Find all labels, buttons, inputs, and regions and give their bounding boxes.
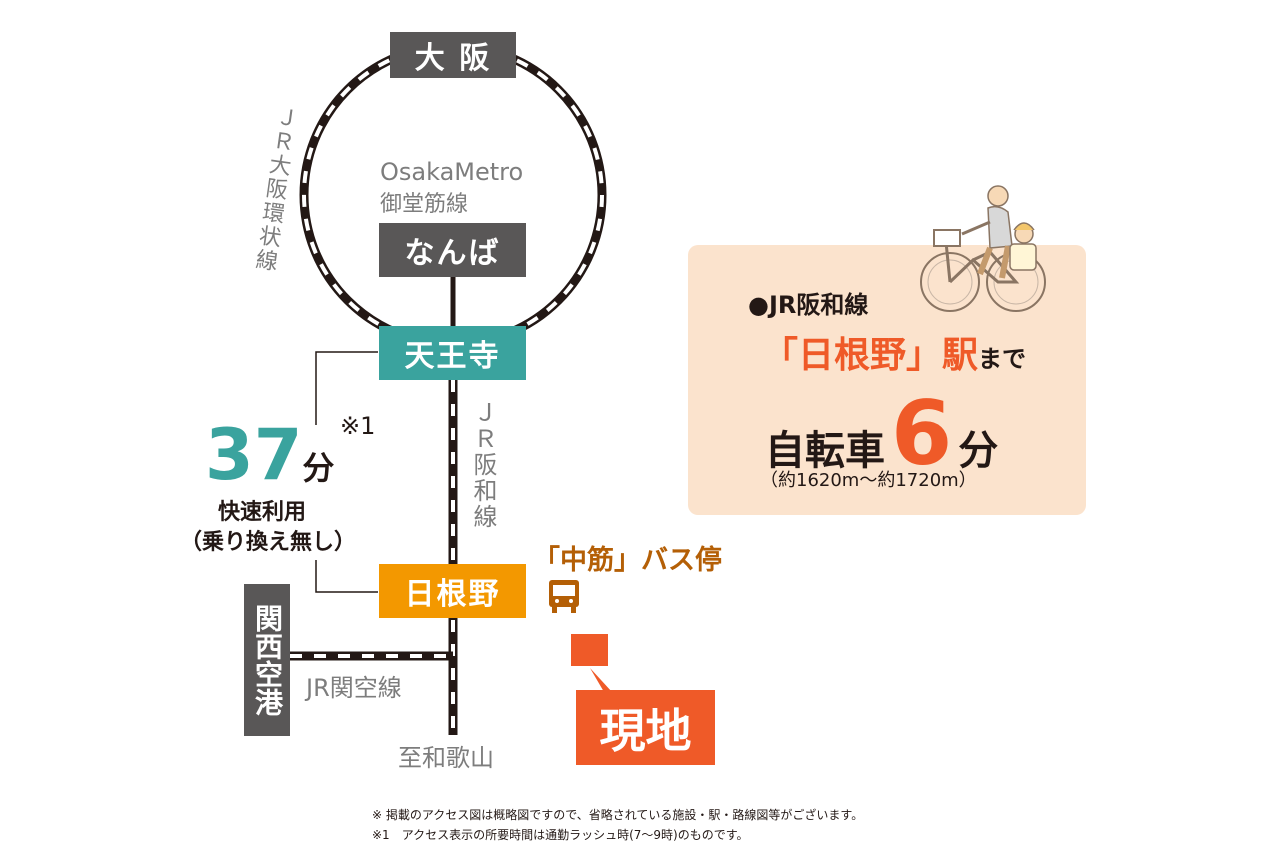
- footnote-1: ※ 掲載のアクセス図は概略図ですので、省略されている施設・駅・路線図等がございま…: [372, 808, 864, 822]
- station-tennoji-label: 天王寺: [404, 339, 501, 374]
- info-unit: 分: [958, 428, 999, 474]
- station-kansai-airport: 関西空港: [244, 584, 290, 736]
- travel-desc-1: 快速利用: [218, 500, 307, 525]
- info-station: 「日根野」駅: [762, 335, 979, 376]
- travel-bracket-lower: [315, 560, 378, 593]
- station-namba-label: なんば: [404, 236, 501, 271]
- wakayama-label: 至和歌山: [398, 744, 494, 772]
- hanwa-line-label: ＪＲ阪和線: [469, 400, 497, 530]
- station-hineno-label: 日根野: [404, 577, 501, 612]
- info-line: ●JR阪和線: [748, 291, 869, 319]
- bicycle-illustration: [918, 182, 1046, 320]
- station-osaka: 大 阪: [390, 32, 516, 78]
- info-distance: （約1620m〜約1720m）: [760, 470, 977, 491]
- footnote-2: ※1 アクセス表示の所要時間は通勤ラッシュ時(7〜9時)のものです。: [372, 828, 749, 842]
- station-osaka-label: 大 阪: [414, 41, 492, 76]
- site-label: 現地: [599, 703, 692, 758]
- station-namba: なんば: [379, 223, 526, 277]
- travel-bracket: [315, 351, 378, 425]
- kanku-line-label: JR関空線: [306, 674, 402, 702]
- metro-label-line1: OsakaMetro: [380, 158, 524, 186]
- info-minutes: 6: [891, 382, 953, 485]
- site-marker: [571, 634, 608, 666]
- bus-icon: [547, 578, 581, 616]
- metro-label-line2: 御堂筋線: [380, 192, 469, 217]
- travel-unit: 分: [302, 449, 335, 487]
- site-callout-pointer: [590, 668, 612, 692]
- station-tennoji: 天王寺: [379, 326, 526, 380]
- info-station-row: 「日根野」駅まで: [762, 326, 1026, 378]
- station-hineno: 日根野: [379, 564, 526, 618]
- site-label-box: 現地: [576, 690, 715, 765]
- travel-time: 37分: [205, 414, 334, 496]
- travel-desc-2: （乗り換え無し）: [180, 530, 357, 555]
- station-kansai-airport-label: 関西空港: [251, 604, 284, 716]
- bus-stop-label: 「中筋」バス停: [533, 545, 722, 576]
- travel-minutes: 37: [205, 414, 303, 496]
- info-to: まで: [978, 345, 1027, 373]
- info-mode: 自転車: [765, 428, 885, 474]
- travel-note-mark: ※1: [340, 412, 376, 440]
